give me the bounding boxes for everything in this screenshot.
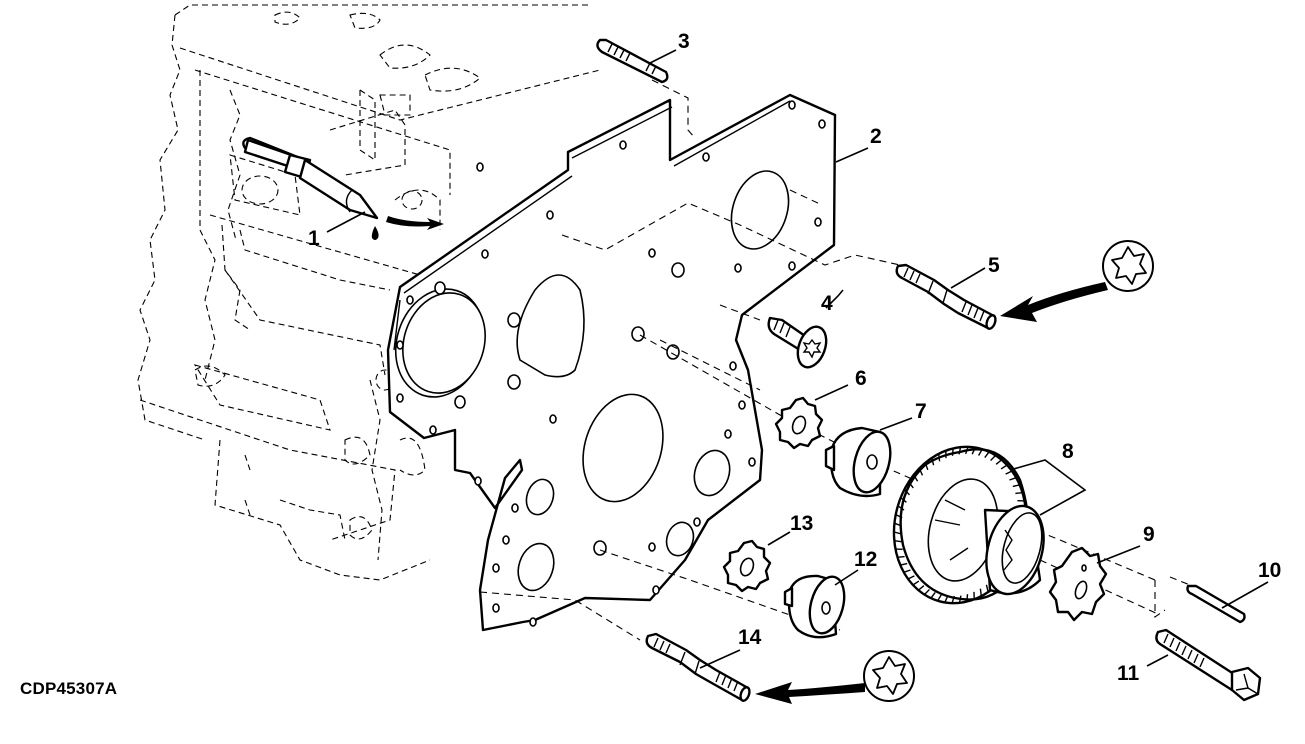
sealant-applicator (242, 136, 444, 240)
callout-10: 10 (1258, 559, 1281, 582)
idler-hub-upper (824, 426, 892, 498)
callout-12: 12 (854, 548, 877, 571)
idler-hub-lower (783, 574, 846, 639)
callout-13: 13 (790, 512, 813, 535)
plate-bolt-holes (396, 100, 826, 627)
thrust-washer-large (1048, 546, 1108, 622)
torx-drive-icon (863, 650, 915, 702)
callout-6: 6 (855, 367, 867, 390)
torx-drive-icon (1102, 240, 1154, 292)
figure-id-label: CDP45307A (20, 679, 118, 698)
callout-7: 7 (915, 400, 927, 423)
install-arrow-icon (755, 682, 865, 704)
callout-3: 3 (678, 30, 690, 53)
pin (1186, 584, 1246, 624)
callout-9: 9 (1143, 523, 1155, 546)
engine-block-ghost (137, 4, 601, 581)
callout-14: 14 (738, 626, 762, 649)
stud-shaft-lower (645, 632, 751, 702)
callout-2: 2 (870, 125, 882, 148)
stud-shaft-upper (895, 263, 997, 330)
idler-gear (892, 445, 1045, 605)
stud-top (596, 38, 669, 84)
front-plate (386, 93, 837, 632)
alignment-lines (479, 79, 1191, 641)
callout-8: 8 (1062, 440, 1074, 463)
install-arrow-icon (1000, 282, 1108, 322)
callout-1: 1 (308, 227, 320, 250)
callout-labels: 1 2 3 4 5 6 7 8 9 10 11 12 13 14 (308, 30, 1281, 685)
thrust-washer-lower (722, 539, 772, 593)
callout-5: 5 (988, 254, 1000, 277)
thrust-washer-upper (774, 396, 824, 450)
leader-lines (326, 49, 1269, 669)
callout-4: 4 (821, 292, 833, 315)
plate-opening (516, 274, 585, 378)
callout-11: 11 (1117, 662, 1140, 685)
plate-opening (582, 393, 664, 503)
sealant-drop-icon (371, 226, 379, 240)
plate-opening (730, 170, 790, 250)
flange-bolt (1155, 628, 1262, 702)
apply-arrow-icon (386, 216, 444, 230)
torx-screw (767, 316, 828, 369)
